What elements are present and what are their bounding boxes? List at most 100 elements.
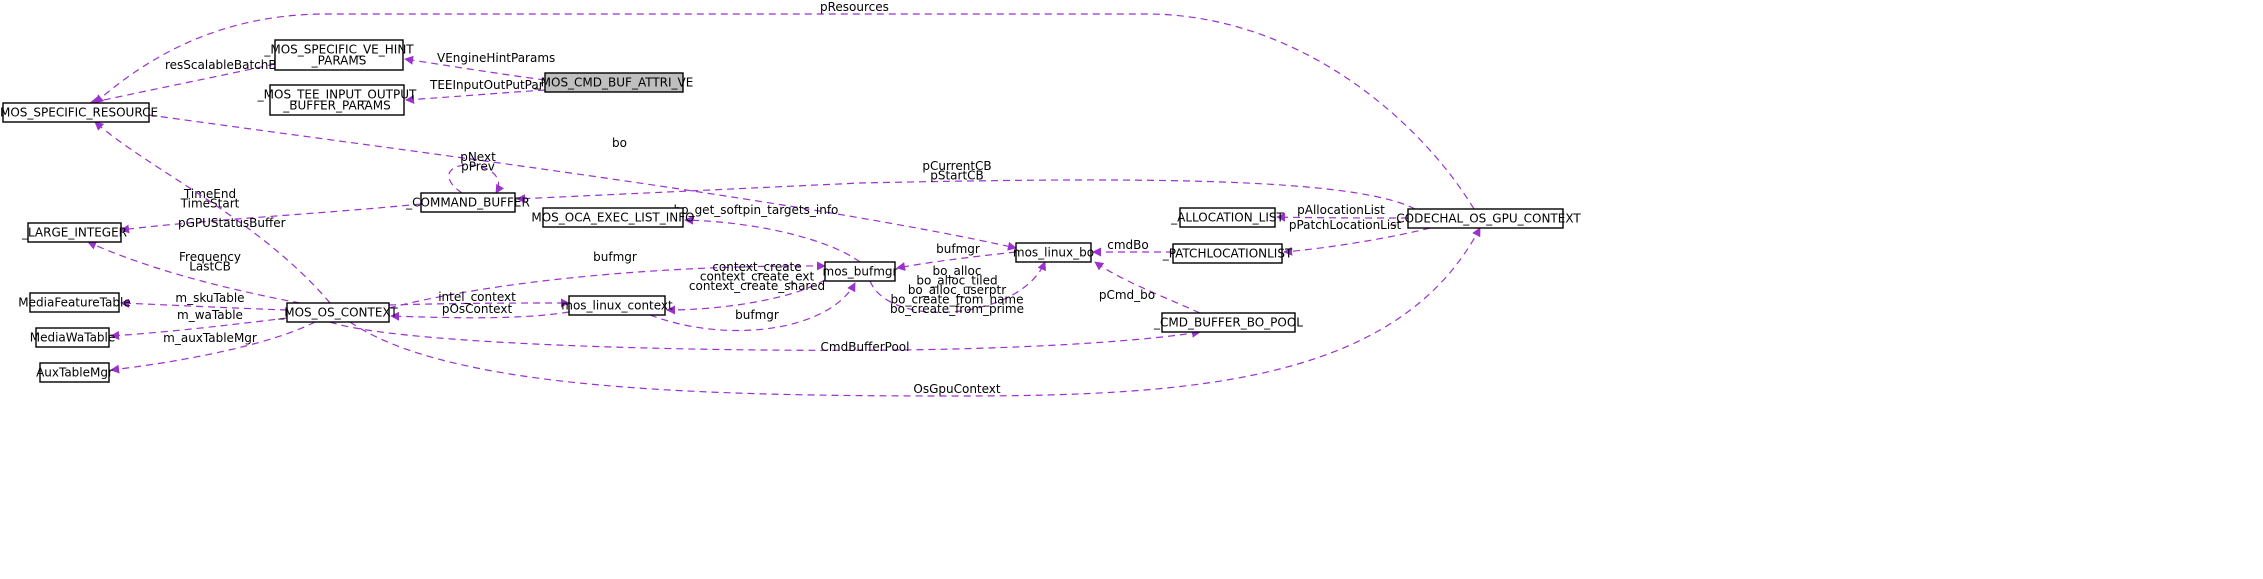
edge-label: bufmgr — [735, 308, 779, 322]
node-linux-bo[interactable]: mos_linux_bo — [1013, 242, 1094, 263]
edge-intel-context: intel_context — [388, 290, 570, 308]
node-large-integer[interactable]: _LARGE_INTEGER — [21, 222, 127, 243]
node-bufmgr[interactable]: mos_bufmgr — [823, 261, 898, 282]
edge-label: pCurrentCB — [922, 159, 991, 173]
edge-label: pGPUStatusBuffer — [178, 216, 286, 230]
node-label: _CODECHAL_OS_GPU_CONTEXT — [1389, 212, 1581, 226]
node-os-context[interactable]: _MOS_OS_CONTEXT — [277, 302, 398, 323]
node-box — [420, 192, 516, 213]
node-media-wa[interactable]: MediaWaTable — [30, 327, 116, 348]
edge-line — [388, 298, 570, 308]
node-label: _MOS_TEE_INPUT_OUTPUT — [257, 88, 417, 102]
edge-line — [516, 179, 1416, 210]
node-command-buffer[interactable]: _COMMAND_BUFFER — [405, 192, 530, 213]
node-gpu-context[interactable]: _CODECHAL_OS_GPU_CONTEXT — [1389, 208, 1581, 229]
edge-line — [329, 321, 1201, 351]
edge-bufmgr-lc: bufmgr — [649, 282, 856, 332]
edge-line — [110, 317, 288, 340]
edge-label: pNext — [460, 150, 496, 164]
edge-line — [390, 311, 570, 321]
edge-label: context_create_ext — [700, 270, 815, 284]
edge-label: bo — [612, 136, 627, 150]
edge-label: intel_context — [438, 290, 516, 304]
edge-cmdbufferpool: CmdBufferPool — [329, 321, 1201, 354]
edge-bo: bo — [148, 114, 1017, 251]
node-label: _ALLOCATION_LIST — [1170, 211, 1284, 225]
edge-pgpustatus: pGPUStatusBuffer — [94, 121, 331, 304]
edge-watable: m_waTable — [110, 308, 288, 340]
edge-line — [405, 89, 546, 104]
edge-line — [404, 55, 546, 81]
edges-layer: pResourcesVEngineHintParamsresScalableBa… — [87, 0, 1481, 397]
edge-ppatch: pPatchLocationList — [1283, 218, 1431, 256]
node-aux-table[interactable]: AuxTableMgr — [36, 362, 113, 383]
edge-line — [666, 279, 826, 315]
edge-label: pStartCB — [930, 169, 984, 183]
node-box — [542, 207, 684, 228]
node-label: MediaFeatureTable — [18, 296, 130, 310]
edge-bufmgr-os: bufmgr — [388, 250, 826, 309]
node-patchlocation[interactable]: _PATCHLOCATIONLIST — [1162, 243, 1293, 264]
edge-teeinput: TEEInputOutPutParams — [405, 78, 569, 104]
node-box — [2, 102, 150, 123]
edge-label: pResources — [820, 0, 889, 14]
node-label: _CMD_BUFFER_BO_POOL — [1153, 316, 1303, 330]
edge-label: pCmd_bo — [1099, 288, 1155, 302]
node-box — [39, 362, 110, 383]
node-box — [544, 72, 684, 93]
edge-label: cmdBo — [1107, 238, 1148, 252]
node-label: _MOS_SPECIFIC_RESOURCE — [0, 106, 158, 120]
node-tee-params[interactable]: _MOS_TEE_INPUT_OUTPUT_BUFFER_PARAMS — [257, 84, 417, 116]
node-cmd-buf-attri-ve[interactable]: _MOS_CMD_BUF_ATTRI_VE — [534, 72, 694, 93]
edge-line — [94, 13, 1475, 210]
edge-label: bufmgr — [936, 242, 980, 256]
edge-line — [87, 241, 301, 304]
edge-label: bo_alloc_userptr — [908, 283, 1006, 297]
edge-context-create: context_createcontext_create_extcontext_… — [666, 260, 826, 315]
edge-line — [1283, 227, 1431, 256]
edge-label: m_skuTable — [175, 291, 244, 305]
edge-auxmgr: m_auxTableMgr — [110, 321, 316, 374]
edge-label: m_waTable — [177, 308, 243, 322]
edge-line — [388, 261, 826, 309]
node-label: _MOS_CMD_BUF_ATTRI_VE — [534, 76, 694, 90]
edge-pcmdbo: pCmd_bo — [1094, 261, 1201, 314]
node-label: _PARAMS — [311, 54, 367, 68]
node-specific-resource[interactable]: _MOS_SPECIFIC_RESOURCE — [0, 102, 158, 123]
node-box — [286, 302, 390, 323]
edge-line — [89, 63, 276, 106]
edge-bo-alloc: bo_allocbo_alloc_tiledbo_alloc_userptrbo… — [869, 261, 1046, 316]
node-bo-pool[interactable]: _CMD_BUFFER_BO_POOL — [1153, 312, 1303, 333]
edge-line — [869, 261, 1046, 313]
edge-skutable: m_skuTable — [120, 291, 288, 311]
node-media-feature[interactable]: MediaFeatureTable — [18, 292, 131, 313]
edge-line — [448, 164, 505, 194]
nodes-layer: _MOS_CMD_BUF_ATTRI_VE _MOS_SPECIFIC_VE_HI… — [0, 39, 1581, 383]
edge-label: m_auxTableMgr — [163, 331, 257, 345]
edge-resscalable: resScalableBatchBufs — [89, 58, 295, 106]
node-box — [1161, 312, 1296, 333]
node-label: _MOS_SPECIFIC_VE_HINT — [263, 43, 414, 57]
node-label: _BUFFER_PARAMS — [282, 99, 390, 113]
edge-line — [120, 203, 422, 234]
node-box — [1179, 207, 1276, 228]
edge-label: CmdBufferPool — [821, 340, 910, 354]
node-linux-context[interactable]: mos_linux_context — [561, 295, 673, 316]
edge-label: pPatchLocationList — [1289, 218, 1402, 232]
edge-label: bo_create_from_prime — [890, 302, 1024, 316]
edge-line — [349, 227, 1481, 397]
node-label: MediaWaTable — [30, 331, 116, 345]
edge-line — [1276, 212, 1409, 222]
node-ve-hint-params[interactable]: _MOS_SPECIFIC_VE_HINT_PARAMS — [263, 39, 414, 71]
edge-label: bufmgr — [593, 250, 637, 264]
node-box — [274, 39, 404, 71]
edge-label: bo_get_softpin_targets_info — [674, 203, 839, 217]
edge-label: Frequency — [179, 250, 241, 264]
node-box — [27, 222, 122, 243]
node-oca-exec[interactable]: MOS_OCA_EXEC_LIST_INFO — [531, 207, 695, 228]
edge-label: TimeEnd — [183, 187, 236, 201]
node-allocation-list[interactable]: _ALLOCATION_LIST — [1170, 207, 1285, 228]
